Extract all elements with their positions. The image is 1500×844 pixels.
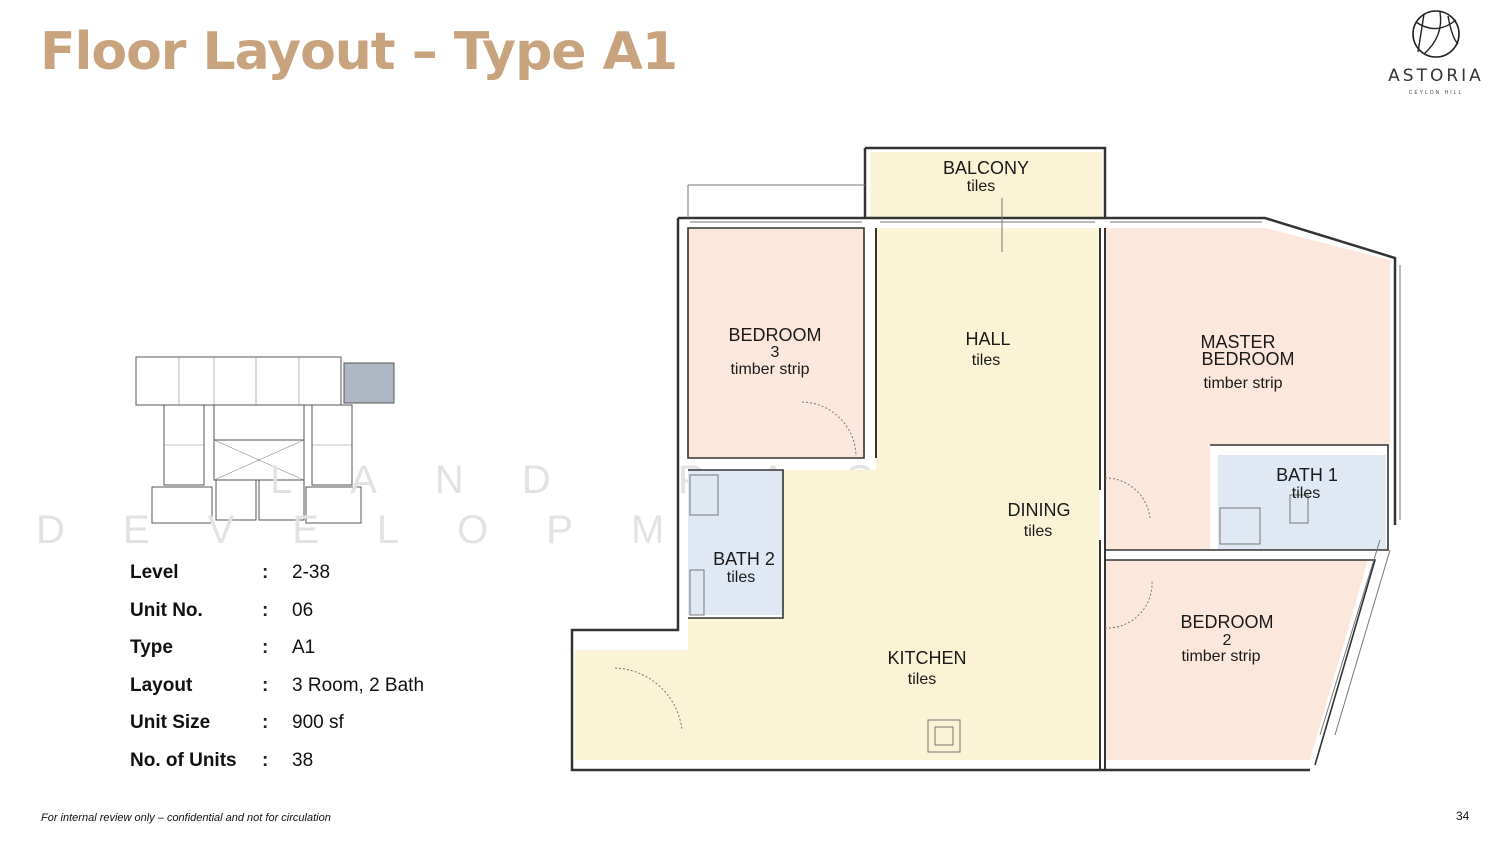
- room-name-master-2: BEDROOM: [1201, 349, 1294, 369]
- kitchen-dining-area: [575, 470, 1100, 760]
- balcony-area: [870, 152, 1102, 217]
- room-name-hall: HALL: [965, 329, 1010, 349]
- brand-logo: ASTORIA CEYLON HILL: [1378, 8, 1494, 100]
- spec-colon: :: [262, 599, 269, 621]
- spec-value: 2-38: [292, 562, 331, 583]
- room-finish-dining: tiles: [1024, 523, 1052, 540]
- spec-value: 900 sf: [292, 712, 344, 733]
- bedroom-3-area: [688, 228, 864, 458]
- spec-row-level: Level : 2-38: [130, 560, 510, 598]
- room-name-dining: DINING: [1008, 500, 1071, 520]
- bedroom-2-area: [1105, 560, 1368, 760]
- room-name-bath-2: BATH 2: [713, 549, 775, 569]
- hall-area: [876, 228, 1100, 550]
- spec-row-unit-no: Unit No. : 06: [130, 598, 510, 636]
- bath-2-area: [688, 470, 783, 615]
- spec-row-no-of-units: No. of Units : 38: [130, 748, 510, 786]
- spec-label: Layout: [130, 674, 193, 696]
- room-finish-bath-2: tiles: [727, 569, 755, 586]
- spec-label: Level: [130, 562, 179, 583]
- page-title: Floor Layout – Type A1: [40, 22, 678, 82]
- astoria-emblem-icon: [1412, 10, 1460, 58]
- key-plan: [134, 345, 404, 545]
- bath-1-area: [1218, 455, 1386, 550]
- room-finish-kitchen: tiles: [908, 671, 936, 688]
- spec-colon: :: [262, 749, 269, 771]
- room-finish-bedroom-2: timber strip: [1181, 648, 1260, 665]
- spec-colon: :: [262, 712, 269, 733]
- spec-label: Unit No.: [130, 599, 203, 621]
- spec-value: A1: [292, 637, 316, 658]
- room-name-master-1: MASTER: [1200, 332, 1275, 352]
- room-finish-master: timber strip: [1203, 375, 1282, 392]
- spec-colon: :: [262, 637, 269, 658]
- room-finish-bedroom-3: timber strip: [730, 361, 809, 378]
- spec-value: 06: [292, 599, 314, 621]
- room-num-bedroom-2: 2: [1223, 632, 1232, 649]
- room-finish-balcony: tiles: [967, 178, 995, 195]
- room-num-bedroom-3: 3: [771, 344, 780, 361]
- spec-colon: :: [262, 562, 269, 583]
- spec-value: 38: [292, 749, 314, 771]
- room-name-bath-1: BATH 1: [1276, 465, 1338, 485]
- logo-subtitle: CEYLON HILL: [1408, 90, 1464, 96]
- spec-label: No. of Units: [130, 749, 237, 771]
- room-finish-hall: tiles: [972, 352, 1000, 369]
- spec-value: 3 Room, 2 Bath: [292, 674, 425, 696]
- spec-row-type: Type : A1: [130, 635, 510, 673]
- unit-specs: Level : 2-38 Unit No. : 06 Type : A1 Lay…: [130, 560, 510, 785]
- spec-label: Unit Size: [130, 712, 211, 733]
- room-finish-bath-1: tiles: [1292, 485, 1320, 502]
- room-name-bedroom-3: BEDROOM: [728, 325, 821, 345]
- room-name-bedroom-2: BEDROOM: [1180, 612, 1273, 632]
- key-plan-unit-highlight: [343, 362, 395, 404]
- spec-colon: :: [262, 674, 269, 696]
- page-number: 34: [1456, 809, 1470, 823]
- floor-plan: BALCONY tiles BEDROOM 3 timber strip HAL…: [540, 140, 1420, 790]
- spec-row-layout: Layout : 3 Room, 2 Bath: [130, 673, 510, 711]
- room-name-balcony: BALCONY: [943, 158, 1029, 178]
- logo-name: ASTORIA: [1388, 66, 1484, 86]
- spec-label: Type: [130, 637, 173, 658]
- room-name-kitchen: KITCHEN: [887, 648, 966, 668]
- master-bedroom-area: [1105, 228, 1390, 550]
- footer-disclaimer: For internal review only – confidential …: [41, 812, 331, 824]
- spec-row-unit-size: Unit Size : 900 sf: [130, 710, 510, 748]
